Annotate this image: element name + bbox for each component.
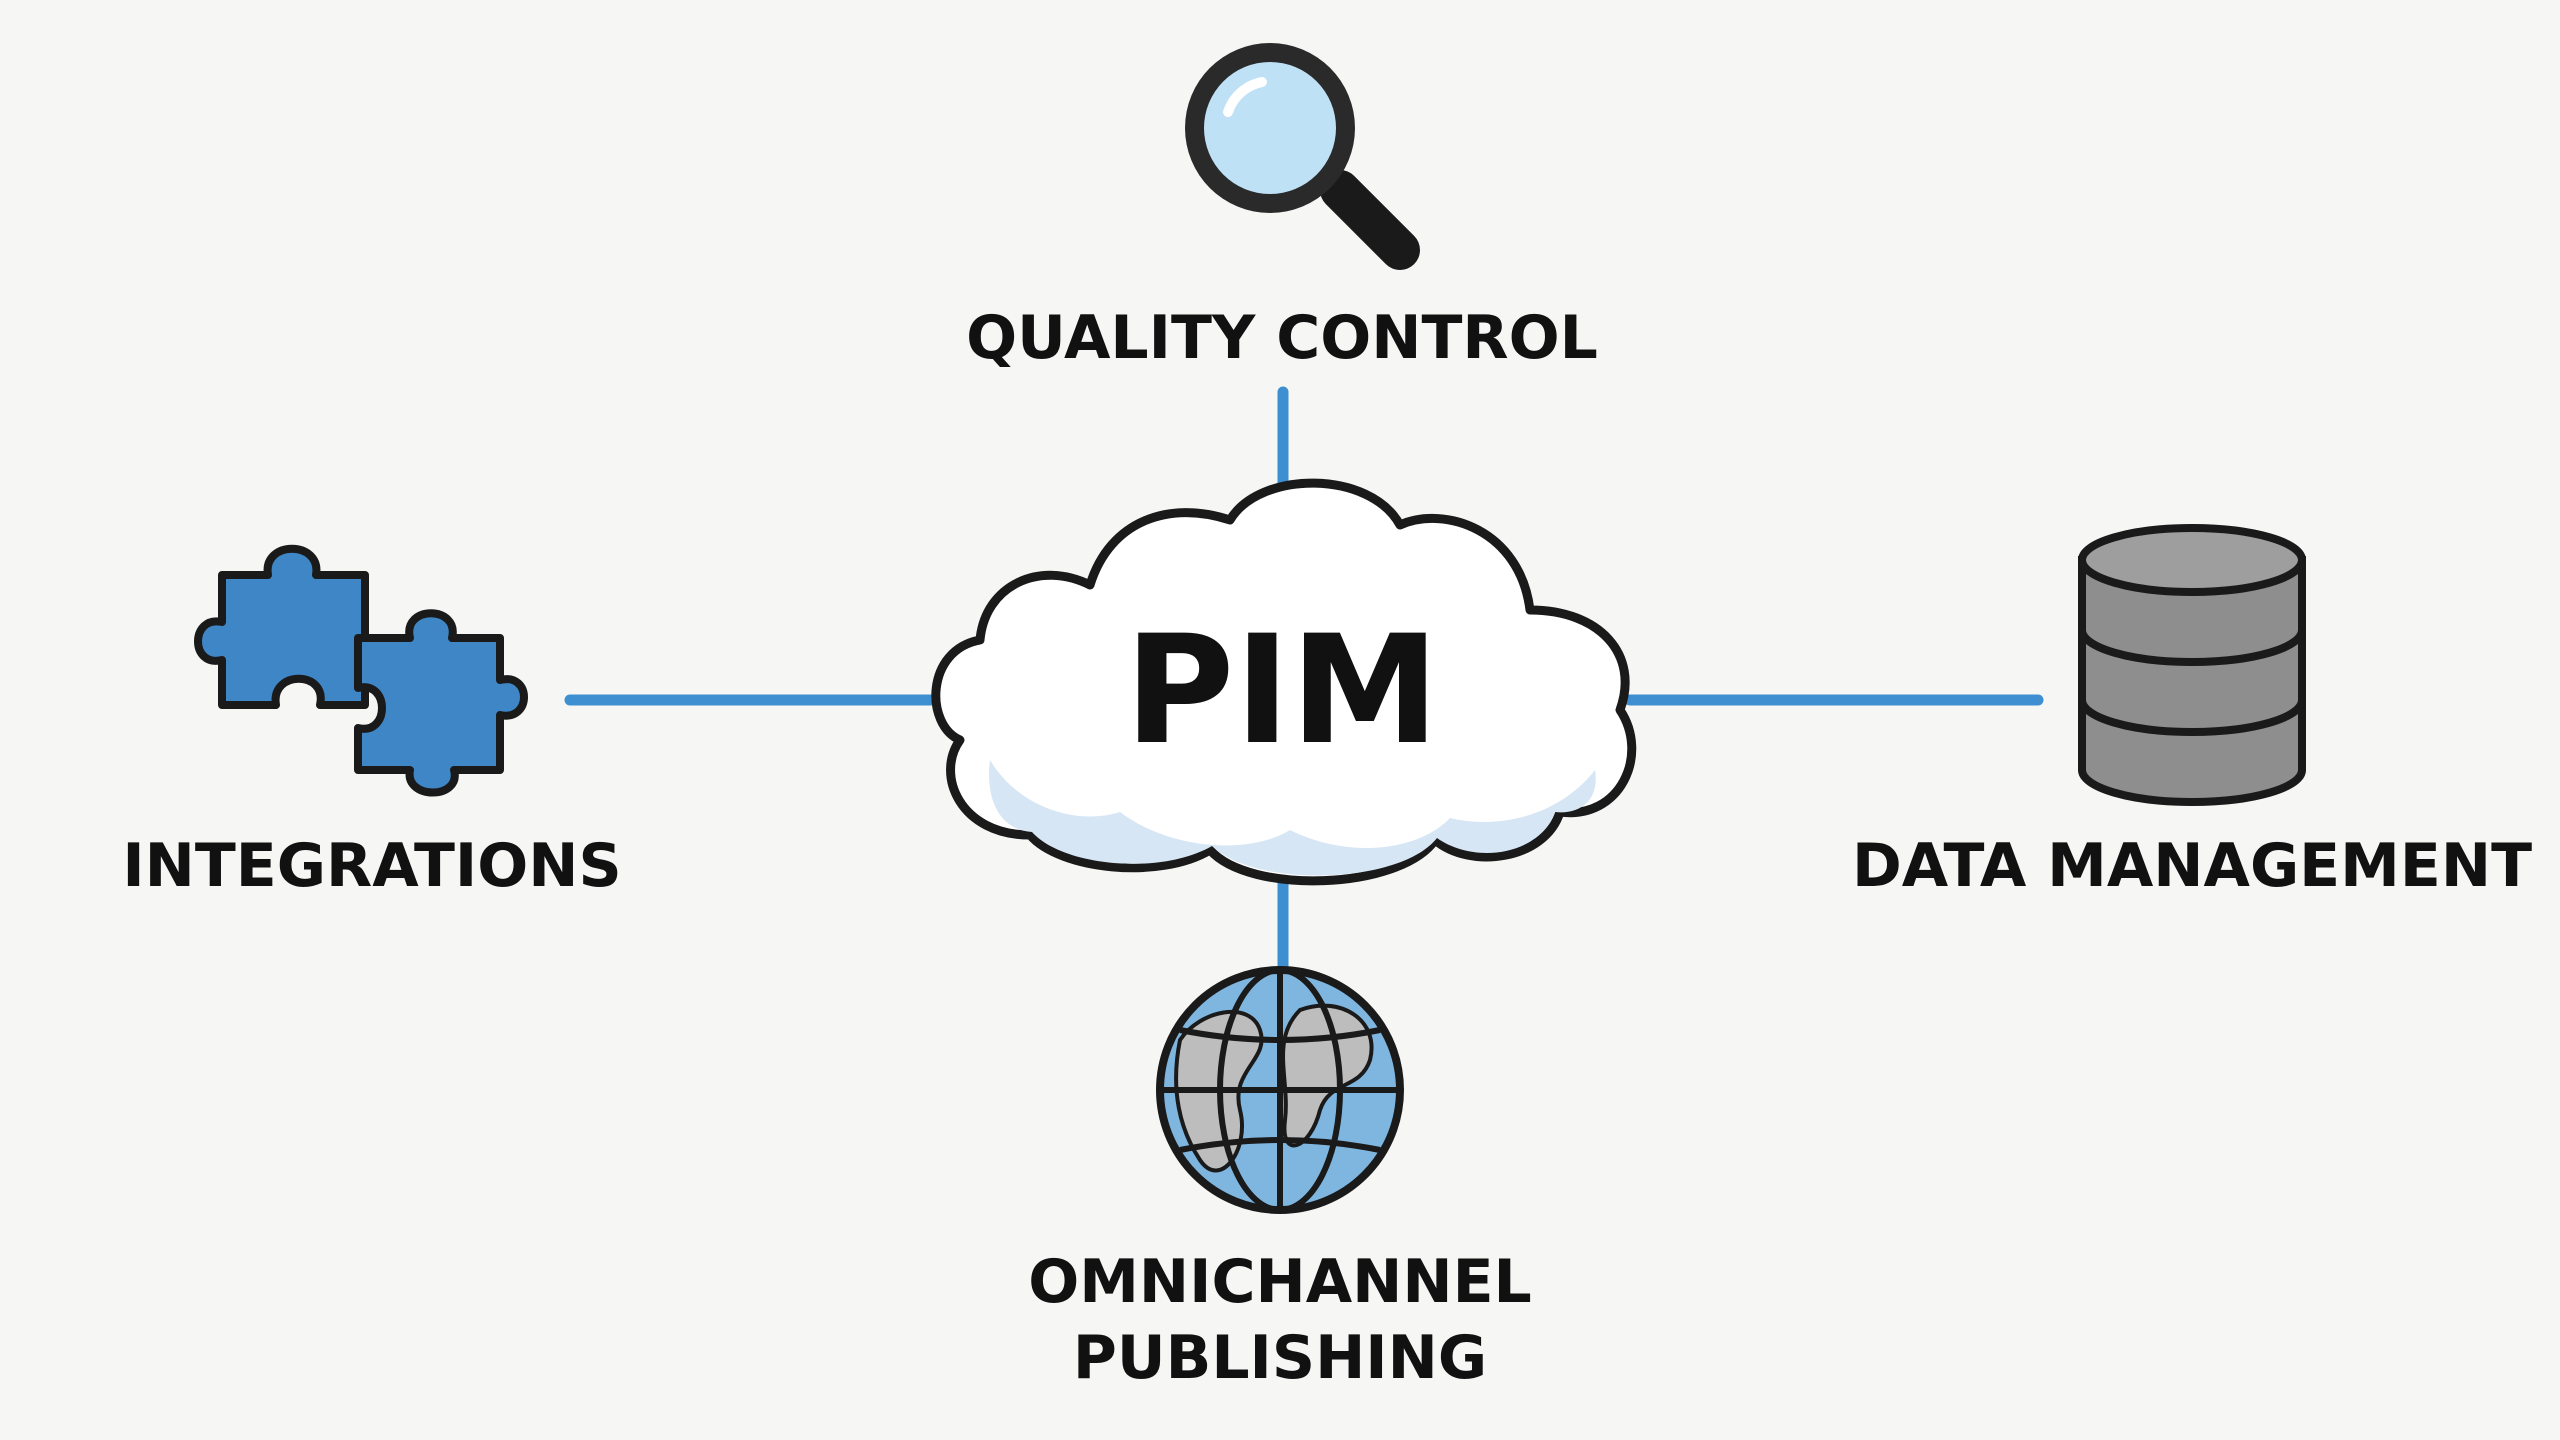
data-management-label: DATA MANAGEMENT <box>1852 831 2532 901</box>
quality-control-label: QUALITY CONTROL <box>966 303 1598 373</box>
center-label: PIM <box>1124 604 1439 778</box>
globe-icon <box>1156 966 1404 1214</box>
magnifying-glass-icon <box>1185 43 1420 270</box>
cloud-icon <box>931 478 1637 886</box>
integrations-label: INTEGRATIONS <box>122 831 621 901</box>
omnichannel-label: OMNICHANNEL <box>1028 1247 1532 1317</box>
publishing-label: PUBLISHING <box>1073 1323 1487 1393</box>
database-icon <box>2078 524 2306 806</box>
puzzle-pieces-icon <box>194 544 528 797</box>
